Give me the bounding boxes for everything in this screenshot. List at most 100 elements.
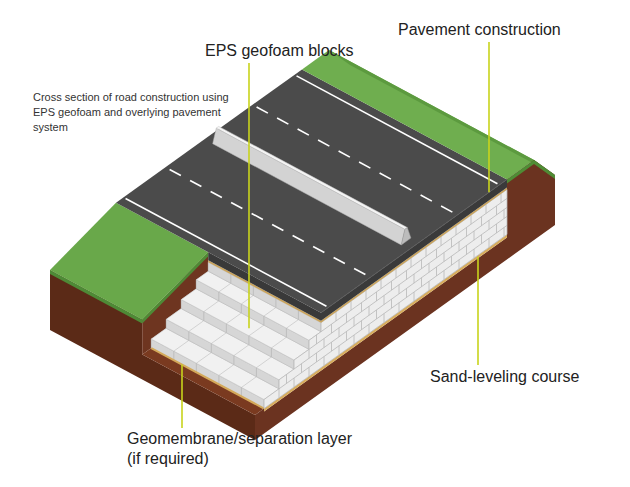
callout-label: Geomembrane/separation layer (if require… [127,429,359,469]
block-joint [241,304,242,313]
block-joint [406,270,407,279]
median-barrier [213,126,411,245]
block-joint [271,348,272,357]
front-section-face [255,160,555,440]
block-joint [219,365,234,376]
lane-dash [231,202,242,208]
block-joint [504,228,505,237]
block-joint [309,349,310,358]
block-joint [218,292,219,301]
block-joint [234,345,249,356]
block-joint [486,204,487,213]
block-joint [249,325,264,336]
block-joint [391,299,392,308]
block-joint [253,286,254,295]
block-joint [188,331,189,340]
block-joint [399,303,400,312]
lane-dash [298,129,309,135]
block-joint [474,231,475,240]
block-joint [444,253,445,262]
block-joint [275,299,276,308]
geomembrane-layer [321,187,507,322]
lane-dash [190,180,201,186]
block-joint [376,310,377,319]
block-joint [429,281,430,290]
callout-label: Sand-leveling course [430,367,625,386]
block-joint [376,292,377,301]
grass-section [507,160,555,183]
block-joint [316,335,317,344]
block-joint [298,311,299,320]
lane-dash [170,169,181,175]
block-joint [381,280,382,289]
edge-line [297,76,498,184]
block-joint [196,363,197,372]
block-joint [436,267,437,276]
block-joint [471,215,472,224]
block-joint [339,346,340,355]
barrier-top [216,126,407,229]
block-joint [286,374,287,383]
block-joint [411,258,412,267]
block-joint [451,256,452,265]
block-joint [459,260,460,269]
block-joint [331,324,332,333]
block-joint [241,387,242,396]
block-joint [391,281,392,290]
callout-label: Pavement construction [398,20,608,39]
block-joint [294,216,507,369]
pavement-side [208,252,321,321]
block-joint [286,320,298,329]
block-joint [384,296,385,305]
lane-dash [441,206,452,212]
block-joint [204,301,219,312]
block-joint [339,328,340,337]
block-joint [441,237,442,246]
pavement-section [321,179,507,320]
block-joint [466,227,467,236]
block-joint [481,235,482,244]
leader-line [488,42,490,192]
block-joint [459,242,460,251]
leader-line [477,257,479,365]
block-joint [211,333,226,344]
block-joint [406,288,407,297]
block-joint [189,321,204,332]
block-joint [264,308,276,317]
block-joint [444,271,445,280]
lane-dash [380,173,391,179]
geomembrane-line [151,348,264,409]
leader-line [181,365,183,428]
pavement-edge [321,179,507,312]
block-joint [279,225,507,388]
block-joint [496,224,497,233]
block-joint [466,245,467,254]
block-joint [218,375,219,384]
block-joint [203,312,204,321]
block-joint [369,324,370,333]
block-joint [256,357,271,368]
block-joint [248,336,249,345]
block-joint [354,317,355,326]
block-joint [226,313,241,324]
block-joint [501,194,502,203]
block-joint [233,356,234,365]
block-joint [226,324,227,333]
lane-dash [257,107,268,113]
soil-section [255,160,555,440]
block-joint [346,331,347,340]
right-grass-verge [302,50,534,179]
block-joint [174,340,189,351]
block-joint [414,274,415,283]
lane-dash [421,195,432,201]
lane-dash [318,140,329,146]
lane-dash [334,257,345,263]
caption-text: Cross section of road construction using… [33,90,233,135]
lane-dash [272,224,283,230]
block-joint [351,301,352,310]
block-joint [316,353,317,362]
block-joint [451,238,452,247]
callout-label: EPS geofoam blocks [205,41,395,60]
